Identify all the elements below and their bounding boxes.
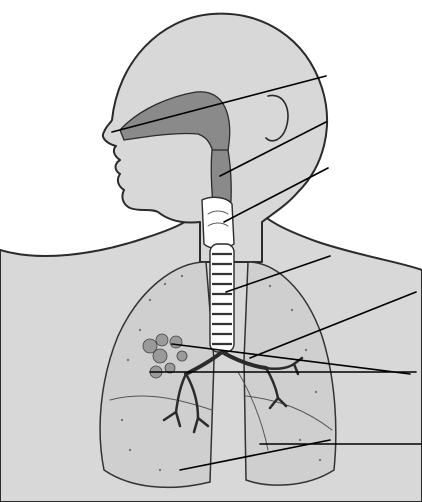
trachea bbox=[210, 244, 234, 352]
